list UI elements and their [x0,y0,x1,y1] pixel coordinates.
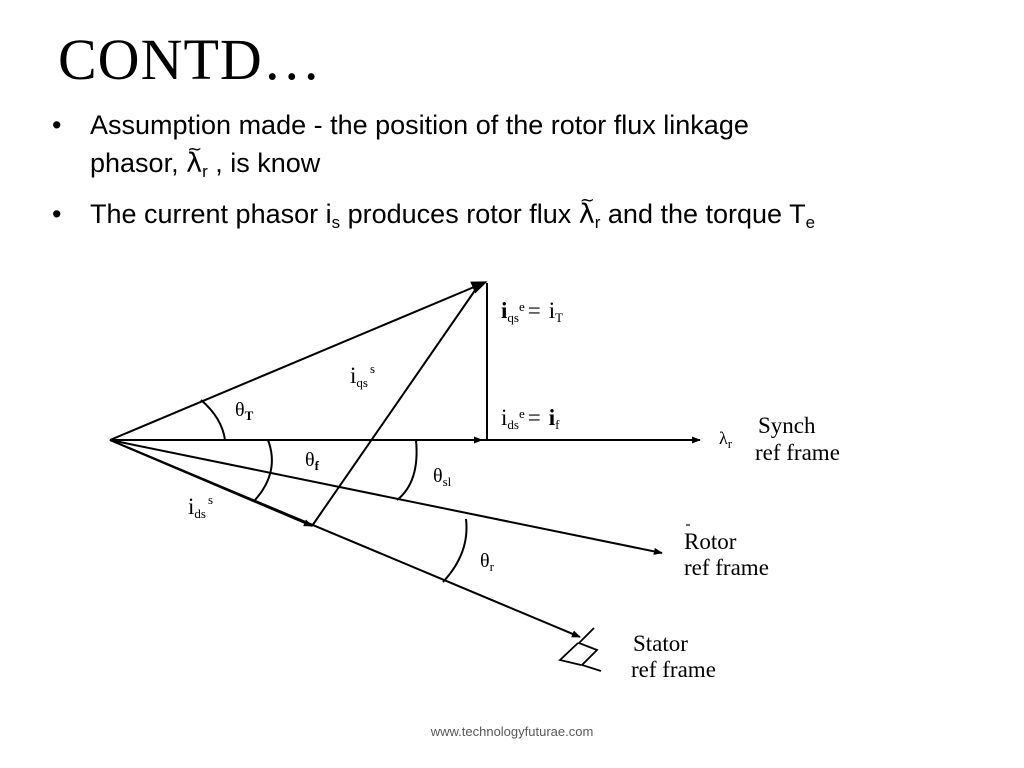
stator-frame-hatch [558,627,602,672]
bullet-list: • Assumption made - the position of the … [50,106,1000,246]
label-rotor-ref-frame-line1: Rotor [684,529,737,554]
bullet-text-line2-suffix: , is know [215,148,321,178]
bullet-text-mid2: and the torque T [600,199,806,229]
theta-f-arc [254,439,273,501]
label-theta-r: θr [480,550,495,574]
label-lambda-r: λr [719,428,733,451]
label-theta-f: θf [305,449,320,473]
label-ids-s: idss [188,492,213,521]
bullet-text-prefix: The current phasor i [90,199,332,229]
label-theta-T: θT [235,399,254,423]
slide-title: CONTD… [58,27,322,92]
theta-T-arc [200,399,226,441]
rotor-frame-axis [109,439,663,555]
label-stator-ref-frame-line2: ref frame [631,657,716,682]
bullet-item-assumption: • Assumption made - the position of the … [50,106,1000,183]
label-rotor-ref-frame-line2: ref frame [684,555,769,580]
label-synch-ref-frame-line2: ref frame [755,440,840,465]
label-iqs-s: iqss [350,361,375,390]
bullet-item-current-phasor: • The current phasor is produces rotor f… [52,190,816,232]
bullet-text-line1: Assumption made - the position of the ro… [90,110,749,140]
label-theta-sl: θsl [433,465,452,489]
bullet-text-mid: produces rotor flux [340,199,579,229]
bullet-dot: • [52,110,62,140]
label-iqs-e-eq-iT: iqse=iT [501,298,563,325]
iqs-s-line [311,285,479,527]
bullet-dot: • [52,199,62,229]
is-phasor-line [109,281,488,441]
theta-r-arc [442,518,468,583]
ids-s-arrow [109,439,313,527]
footer-website: www.technologyfuturae.com [430,724,594,739]
bullet-text-line2-prefix: phasor, [90,148,179,178]
label-ids-e-eq-if: idse=if [501,405,560,432]
lambda-r-symbol: ~λ [578,190,595,230]
theta-sl-arc [396,439,418,501]
label-synch-ref-frame-line1: Synch [758,413,816,438]
label-stator-ref-frame-line1: Stator [633,631,688,656]
lambda-r-symbol: ~λ [186,139,203,179]
